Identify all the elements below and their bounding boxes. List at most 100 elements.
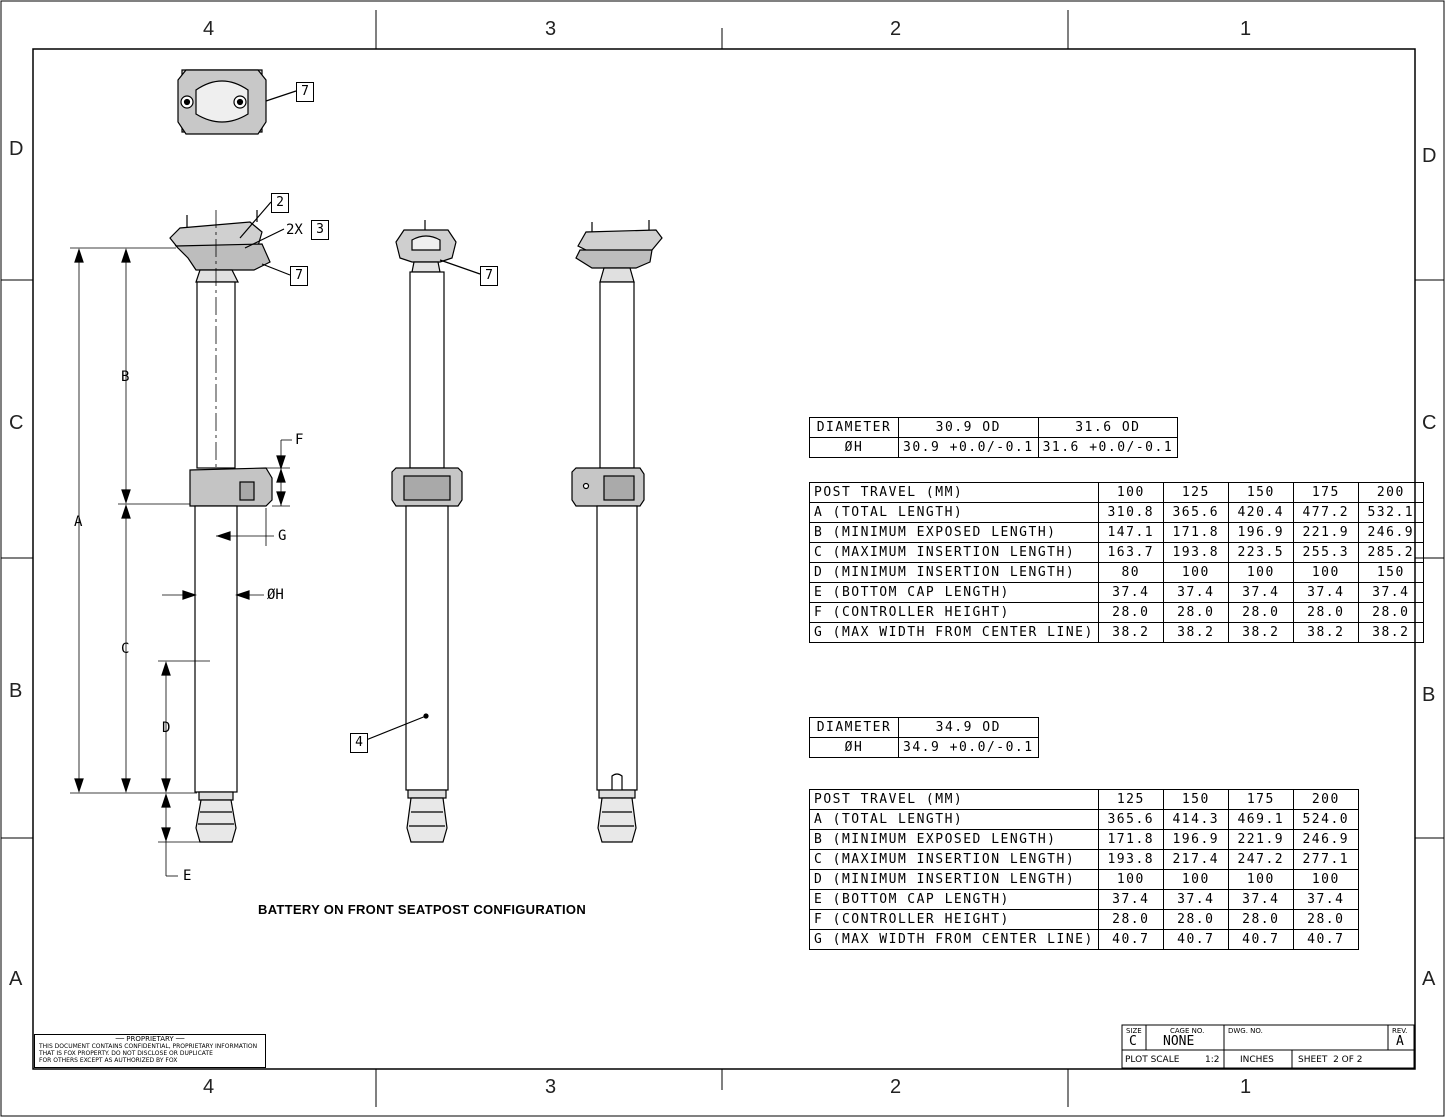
zone-row-a-right: A bbox=[1422, 968, 1436, 990]
value-cell: 285.2 bbox=[1357, 542, 1424, 563]
value-cell: 125 bbox=[1162, 482, 1229, 503]
value-cell: 100 bbox=[1227, 869, 1294, 890]
row-label-cell: D (MINIMUM INSERTION LENGTH) bbox=[809, 562, 1099, 583]
value-cell: 420.4 bbox=[1227, 502, 1294, 523]
zone-row-b-right: B bbox=[1422, 684, 1436, 706]
row-label-cell: DIAMETER bbox=[809, 717, 899, 738]
title-units: INCHES bbox=[1240, 1055, 1274, 1065]
zone-col-4-bottom: 4 bbox=[203, 1076, 215, 1098]
value-cell: 28.0 bbox=[1292, 909, 1359, 930]
zone-col-2-top: 2 bbox=[890, 18, 902, 40]
zone-row-b-left: B bbox=[9, 680, 23, 702]
title-plot-scale-value: 1:2 bbox=[1205, 1055, 1220, 1065]
row-label-cell: E (BOTTOM CAP LENGTH) bbox=[809, 582, 1099, 603]
value-cell: 221.9 bbox=[1292, 522, 1359, 543]
callout-item-4: 4 bbox=[350, 733, 368, 753]
value-cell: 31.6 OD bbox=[1037, 417, 1179, 438]
dim-label-b: B bbox=[121, 369, 130, 385]
zone-col-1-top: 1 bbox=[1240, 18, 1252, 40]
title-cage-label: CAGE NO. bbox=[1170, 1027, 1205, 1035]
zone-row-a-left: A bbox=[9, 968, 23, 990]
value-cell: 37.4 bbox=[1162, 889, 1229, 910]
row-label-cell: B (MINIMUM EXPOSED LENGTH) bbox=[809, 829, 1099, 850]
value-cell: 100 bbox=[1097, 482, 1164, 503]
title-cage-value: NONE bbox=[1163, 1034, 1195, 1049]
dim-label-f: F bbox=[295, 432, 304, 448]
row-label-cell: ØH bbox=[809, 737, 899, 758]
value-cell: 38.2 bbox=[1097, 622, 1164, 643]
value-cell: 175 bbox=[1292, 482, 1359, 503]
proprietary-title: ── PROPRIETARY ── bbox=[115, 1035, 185, 1043]
value-cell: 37.4 bbox=[1097, 582, 1164, 603]
seatpost-side-view-dimensioned bbox=[70, 201, 292, 877]
row-label-cell: D (MINIMUM INSERTION LENGTH) bbox=[809, 869, 1099, 890]
value-cell: 38.2 bbox=[1357, 622, 1424, 643]
value-cell: 200 bbox=[1292, 789, 1359, 810]
title-sheet: SHEET 2 OF 2 bbox=[1298, 1055, 1363, 1065]
value-cell: 37.4 bbox=[1162, 582, 1229, 603]
title-dwg-label: DWG. NO. bbox=[1228, 1027, 1263, 1035]
zone-col-1-bottom: 1 bbox=[1240, 1076, 1252, 1098]
dim-label-c: C bbox=[121, 641, 130, 657]
value-cell: 34.9 OD bbox=[898, 717, 1039, 738]
value-cell: 163.7 bbox=[1097, 542, 1164, 563]
callout-item-3-qty: 2X bbox=[286, 222, 303, 238]
value-cell: 28.0 bbox=[1162, 909, 1229, 930]
value-cell: 223.5 bbox=[1227, 542, 1294, 563]
value-cell: 37.4 bbox=[1357, 582, 1424, 603]
zone-row-d-right: D bbox=[1422, 145, 1437, 167]
value-cell: 37.4 bbox=[1292, 889, 1359, 910]
value-cell: 28.0 bbox=[1227, 602, 1294, 623]
value-cell: 193.8 bbox=[1162, 542, 1229, 563]
value-cell: 28.0 bbox=[1357, 602, 1424, 623]
callout-item-2: 2 bbox=[271, 193, 289, 213]
value-cell: 100 bbox=[1097, 869, 1164, 890]
seatpost-right-side-view bbox=[571, 220, 663, 843]
row-label-cell: C (MAXIMUM INSERTION LENGTH) bbox=[809, 542, 1099, 563]
proprietary-line-3: FOR OTHERS EXCEPT AS AUTHORIZED BY FOX bbox=[39, 1057, 178, 1064]
value-cell: 40.7 bbox=[1097, 929, 1164, 950]
value-cell: 38.2 bbox=[1162, 622, 1229, 643]
row-label-cell: F (CONTROLLER HEIGHT) bbox=[809, 909, 1099, 930]
value-cell: 196.9 bbox=[1227, 522, 1294, 543]
value-cell: 37.4 bbox=[1227, 582, 1294, 603]
callout-item-7-top: 7 bbox=[296, 82, 314, 102]
value-cell: 125 bbox=[1097, 789, 1164, 810]
value-cell: 171.8 bbox=[1097, 829, 1164, 850]
zone-col-3-top: 3 bbox=[545, 18, 557, 40]
value-cell: 469.1 bbox=[1227, 809, 1294, 830]
zone-row-c-right: C bbox=[1422, 412, 1437, 434]
value-cell: 100 bbox=[1292, 562, 1359, 583]
seatpost-front-view bbox=[365, 220, 481, 843]
callout-item-3: 3 bbox=[311, 220, 329, 240]
proprietary-notice: ── PROPRIETARY ── THIS DOCUMENT CONTAINS… bbox=[34, 1034, 266, 1068]
value-cell: 38.2 bbox=[1292, 622, 1359, 643]
row-label-cell: E (BOTTOM CAP LENGTH) bbox=[809, 889, 1099, 910]
proprietary-line-1: THIS DOCUMENT CONTAINS CONFIDENTIAL, PRO… bbox=[39, 1043, 258, 1050]
dim-label-d: D bbox=[162, 720, 171, 736]
value-cell: 30.9 +0.0/-0.1 bbox=[898, 437, 1039, 458]
dim-label-h: ØH bbox=[267, 587, 284, 603]
value-cell: 38.2 bbox=[1227, 622, 1294, 643]
row-label-cell: G (MAX WIDTH FROM CENTER LINE) bbox=[809, 622, 1099, 643]
row-label-cell: DIAMETER bbox=[809, 417, 899, 438]
value-cell: 40.7 bbox=[1227, 929, 1294, 950]
title-plot-scale-label: PLOT SCALE bbox=[1125, 1055, 1180, 1065]
value-cell: 100 bbox=[1292, 869, 1359, 890]
value-cell: 31.6 +0.0/-0.1 bbox=[1037, 437, 1179, 458]
zone-row-c-left: C bbox=[9, 412, 24, 434]
